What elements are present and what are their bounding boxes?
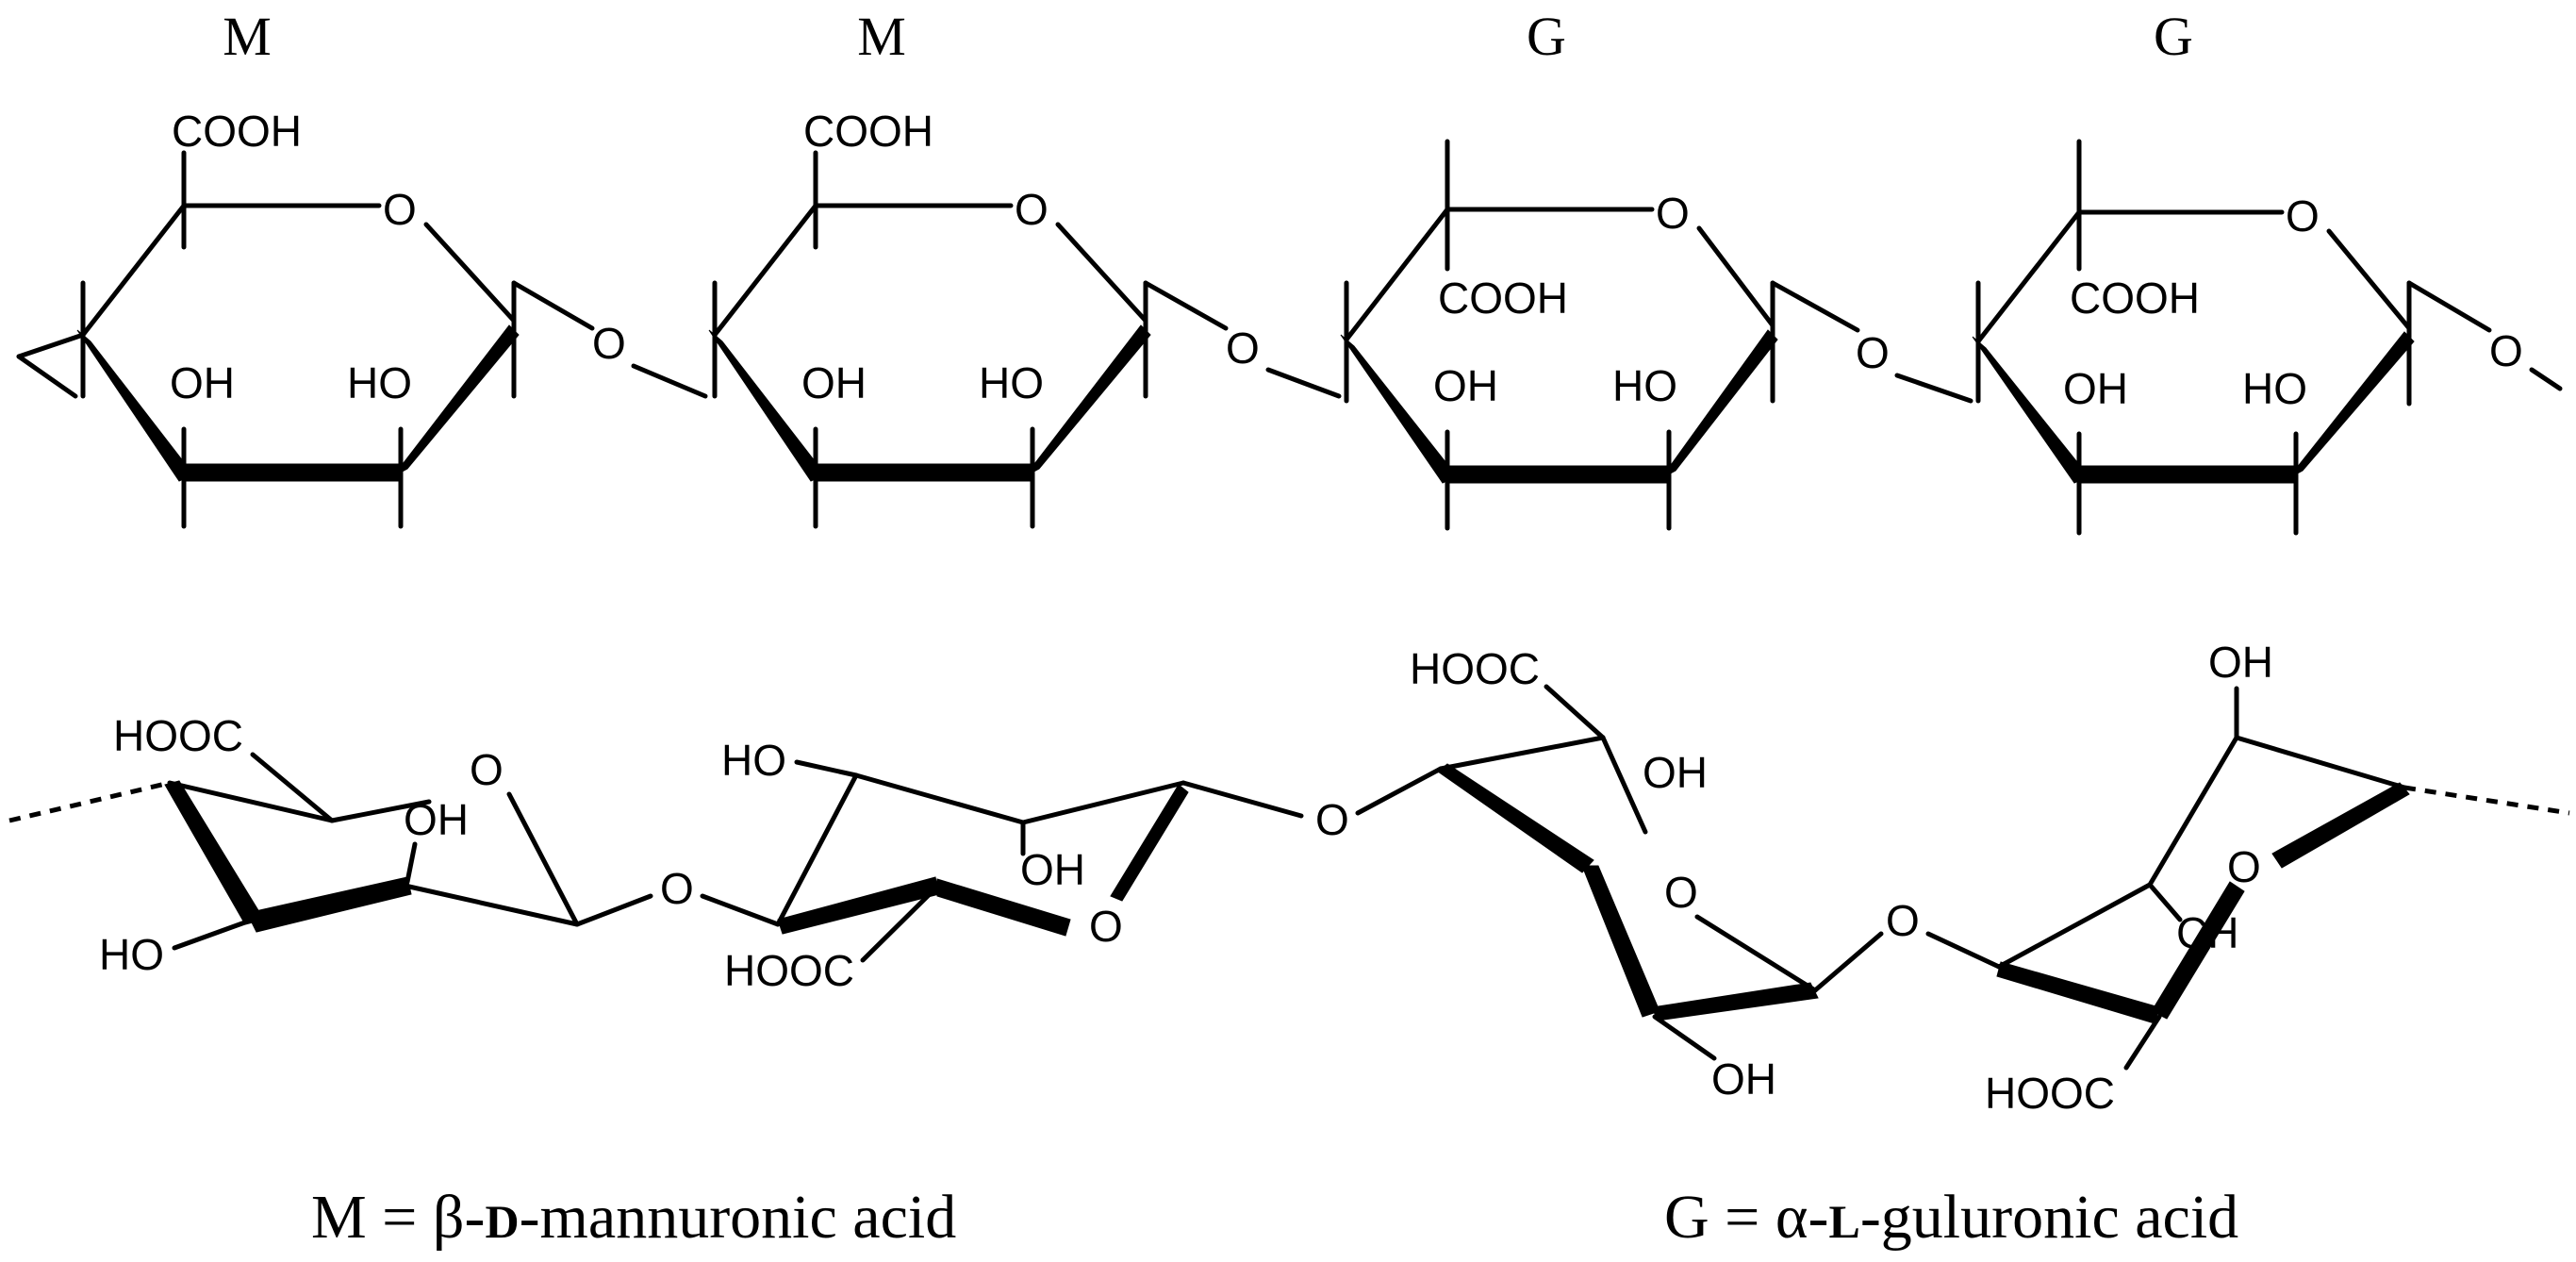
ring-oxygen: O (2227, 842, 2261, 891)
hydroxyl-label: OH (801, 358, 867, 407)
glycosidic-oxygen: O (1856, 328, 1890, 377)
bottom-ring-2: HO OH O HOOC O (721, 736, 1444, 995)
hydroxyl-label: HO (1612, 361, 1677, 410)
legend-guluronic: G = α-L-guluronic acid (1664, 1183, 2238, 1252)
ring-oxygen: O (470, 745, 504, 794)
carboxyl-label: COOH (2070, 274, 2200, 323)
glycosidic-oxygen: O (592, 319, 626, 368)
top-unit-1: M COOH O OH HO O (16, 6, 708, 529)
hydroxyl-label: OH (1643, 748, 1708, 797)
ring-oxygen: O (1664, 868, 1698, 917)
ring-oxygen: O (383, 185, 417, 234)
unit-label-1: M (223, 6, 272, 67)
hydroxyl-label: OH (1433, 361, 1498, 410)
chain-continuation-right (2403, 785, 2570, 816)
hooc-label: HOOC (113, 711, 243, 760)
glycosidic-oxygen: O (660, 864, 694, 913)
ring-oxygen: O (1089, 902, 1123, 951)
bottom-ring-3: HOOC OH O OH O (1410, 644, 2002, 1104)
unit-label-2: M (857, 6, 906, 67)
glycosidic-oxygen: O (1226, 324, 1260, 373)
hydroxyl-label: HO (347, 358, 412, 407)
bottom-ring-4: OH CH O HOOC (1985, 638, 2410, 1118)
ring-oxygen: O (1656, 189, 1690, 238)
top-unit-2: M COOH O OH HO O (708, 6, 1342, 529)
hydroxyl-label: OH (1020, 845, 1085, 894)
hydroxyl-label: HO (979, 358, 1044, 407)
hydroxyl-label: OH (2063, 364, 2128, 413)
glycosidic-oxygen: O (2489, 326, 2523, 375)
bottom-ring-1: HOOC O OH HO O (99, 711, 781, 979)
hooc-label: HOOC (724, 946, 854, 995)
ring-oxygen: O (1015, 185, 1049, 234)
hydroxyl-label: OH (1711, 1054, 1776, 1104)
hydroxyl-label: OH (404, 795, 469, 844)
ring-oxygen: O (2286, 191, 2320, 241)
hydroxyl-label: HO (721, 736, 786, 785)
hooc-label: HOOC (1410, 644, 1540, 693)
hooc-label: HOOC (1985, 1069, 2115, 1118)
hydroxyl-label: HO (2242, 364, 2307, 413)
hydroxyl-label: OH (2208, 638, 2273, 687)
unit-label-4: G (2154, 6, 2193, 67)
chain-continuation-left (8, 780, 171, 823)
glycosidic-oxygen: O (1886, 896, 1920, 945)
top-unit-4: G COOH O OH HO O (1972, 6, 2563, 536)
unit-label-3: G (1527, 6, 1566, 67)
hydroxyl-label: OH (170, 358, 235, 407)
carboxyl-label: COOH (803, 107, 933, 156)
carboxyl-label: COOH (1438, 274, 1568, 323)
legend-mannuronic: M = β-D-mannuronic acid (311, 1183, 956, 1252)
glycosidic-oxygen: O (1315, 795, 1349, 844)
carboxyl-label: COOH (172, 107, 302, 156)
hydroxyl-label: HO (99, 930, 164, 979)
top-unit-3: G COOH O OH HO O (1340, 6, 1973, 531)
